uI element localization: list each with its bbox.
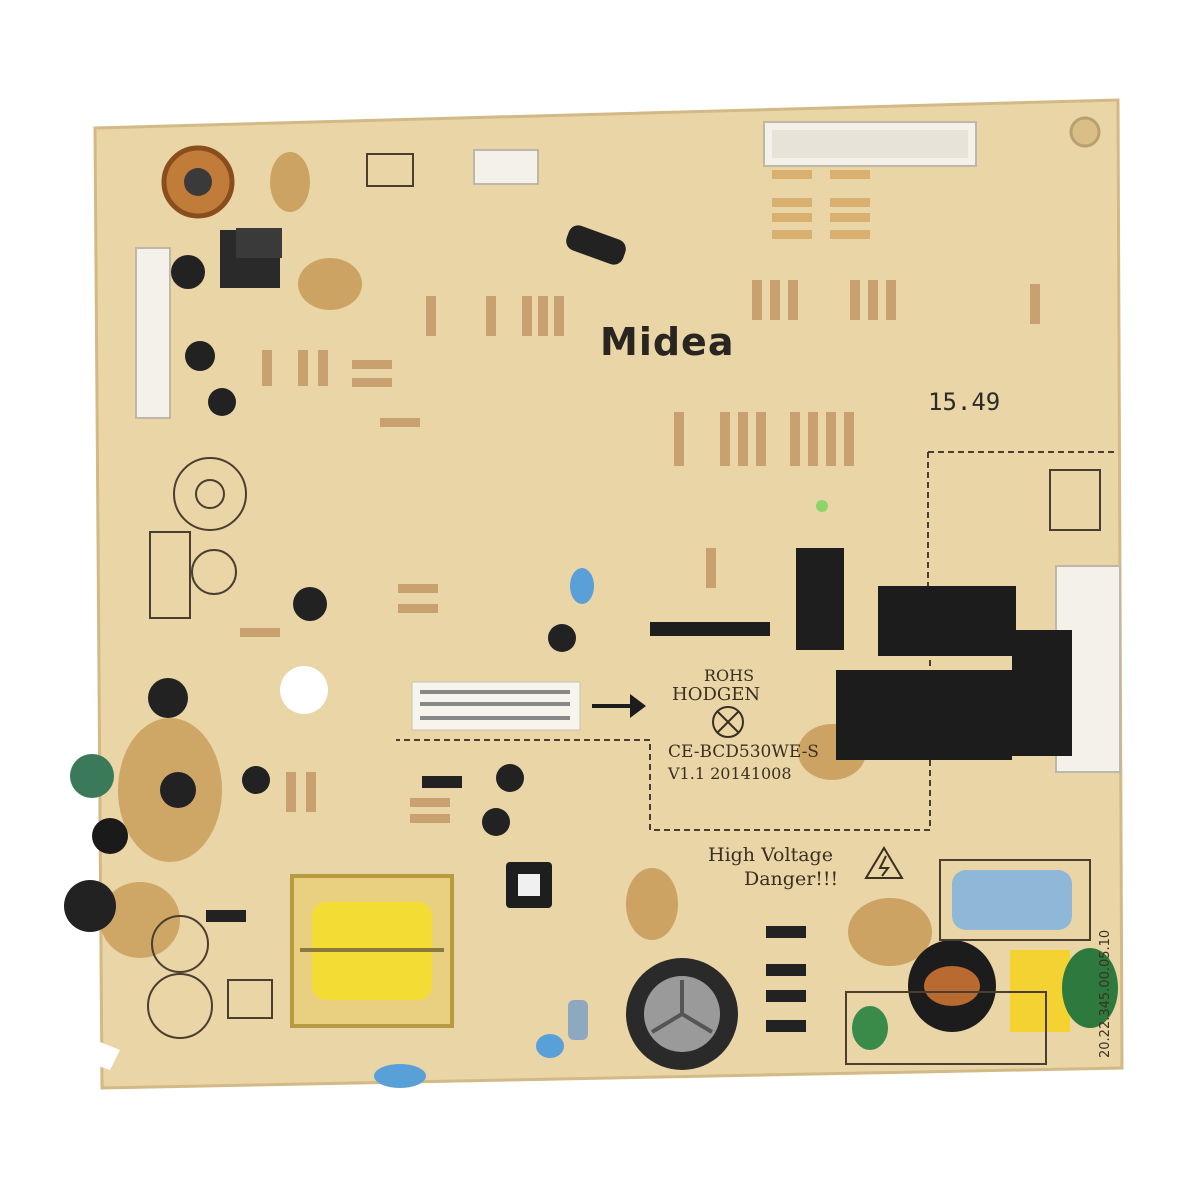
relay-silk-outline [1049,469,1101,531]
silk-cap-1 [191,549,237,595]
glue-blob-1 [298,258,362,310]
resistor-blue-large [568,1000,588,1040]
cap-electrolytic-3 [208,388,236,416]
choke-winding [924,966,980,1006]
cap-electrolytic-8 [70,754,114,798]
diode-6 [206,910,246,922]
cap-electrolytic-5 [548,624,576,652]
diode-1 [766,926,806,938]
ceramic-cap-3 [374,1064,426,1088]
version-date-label: V1.1 20141008 [668,764,792,783]
glue-blob-2 [270,152,310,212]
cap-electrolytic-9 [92,818,128,854]
glue-blob-5 [626,868,678,940]
resistor-array-top [772,170,870,239]
lightning-bolt [878,855,890,877]
arrow-mark [592,694,646,718]
silk-cap-2 [151,915,209,973]
handwritten-number: 15.49 [928,388,1001,416]
connector-top-small [366,153,414,187]
part-number-label: 20.22.345.00.05.10 [1098,929,1113,1058]
high-voltage-warning-icon [864,846,904,879]
bridge-silk [227,979,273,1019]
rohs-label: ROHS [704,666,755,685]
cap-electrolytic-13 [242,766,270,794]
cap-electrolytic-14 [566,225,626,265]
manufacturer-label: HODGEN [672,684,761,705]
cap-electrolytic-12 [482,808,510,836]
mounting-hole-top-right [1069,116,1101,148]
resistor-array-left [240,350,716,823]
ceramic-cap-2 [536,1034,564,1058]
connector-top-main [763,121,977,167]
varistor-green [852,1006,888,1050]
resistor-array-mid [426,280,1040,466]
relay-right [1012,630,1072,756]
diode-3 [766,990,806,1002]
date-label: 20141008 [710,764,792,783]
cap-electrolytic-11 [496,764,524,792]
ic-small-window [518,874,540,896]
diode-5 [422,776,462,788]
header-outline-left [149,531,191,619]
warning-line-2: Danger!!! [744,868,839,890]
connector-supply [473,149,539,185]
toroid-silk [173,457,247,531]
cap-electrolytic-10 [64,880,116,932]
toroid-silk-inner [195,479,225,509]
cert-mark-icon [712,706,744,738]
diode-4 [766,1020,806,1032]
y-capacitor-green [1062,948,1118,1028]
relay-top [878,586,1016,656]
cap-bulk-vent [650,980,714,1034]
toroid-top-left-core [184,168,212,196]
ceramic-cap-1 [570,568,594,604]
model-label: CE-BCD530WE-S [668,742,819,762]
connector-left [135,247,171,419]
cap-electrolytic-7 [160,772,196,808]
regulator-top [236,228,282,258]
cert-mark-cross [717,711,739,733]
silk-cap-3 [147,973,213,1039]
mounting-hole-center [280,666,328,714]
brand-logo-text: Midea [600,320,735,364]
cap-electrolytic-2 [185,341,215,371]
glue-blob-6 [848,898,932,966]
barcode-lines [420,690,570,720]
fuse-silk-outline [939,859,1091,941]
diode-2 [766,964,806,976]
relay-bottom [836,670,1012,760]
warning-line-1: High Voltage [708,844,833,866]
ribbon-connector [650,622,770,636]
glue-blob-4 [100,882,180,958]
cap-electrolytic-1 [171,255,205,289]
silk-block-bottom-right [845,991,1047,1065]
version-label: V1.1 [668,764,705,783]
cap-electrolytic-6 [148,678,188,718]
status-led [816,500,828,512]
x-capacitor [952,870,1072,930]
cap-electrolytic-4 [293,587,327,621]
notch-bottom-left [95,1040,120,1070]
ic-chip [796,548,844,650]
